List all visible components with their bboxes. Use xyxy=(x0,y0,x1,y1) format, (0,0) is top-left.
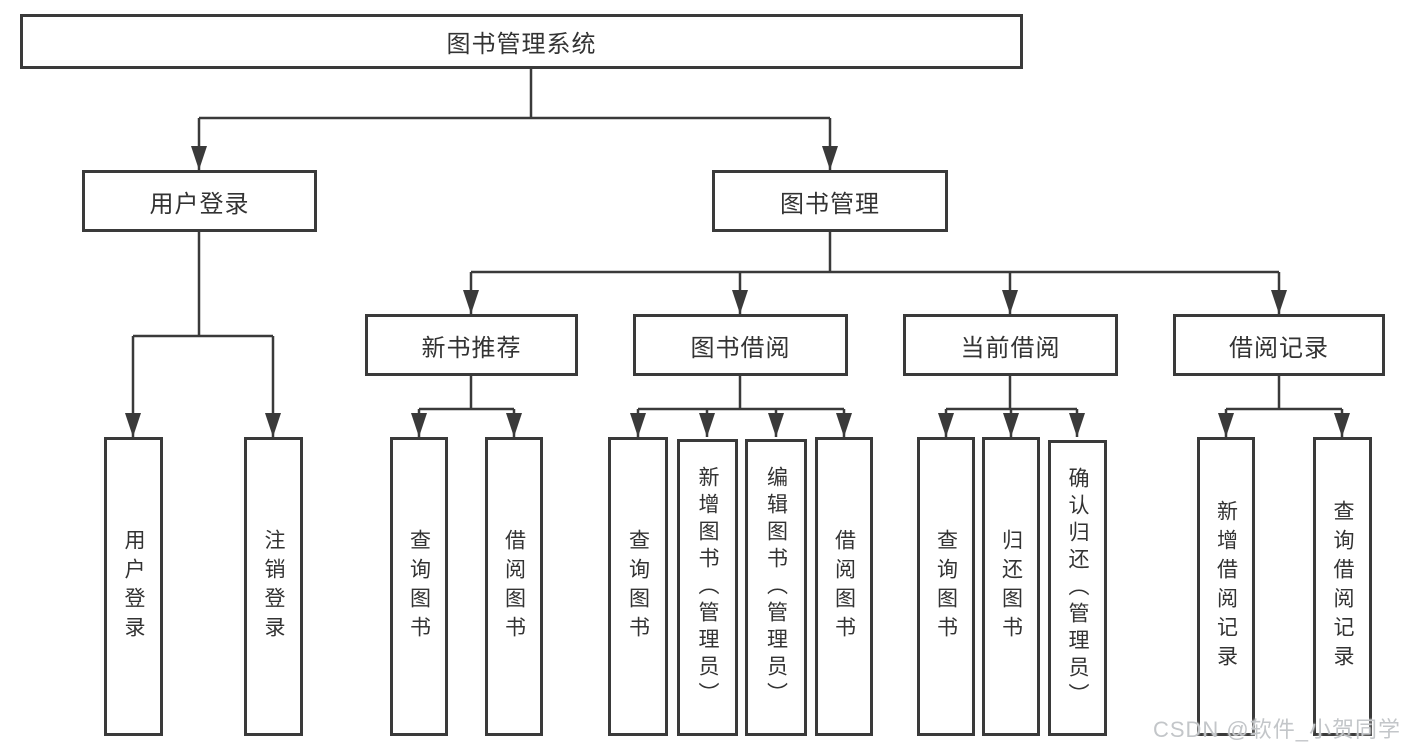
connector-book-borrow-children xyxy=(630,376,852,437)
node-leaf-nbr-borrow-books: 借阅图书 xyxy=(485,437,543,736)
node-leaf-bb-query-books: 查询图书 xyxy=(608,437,668,736)
node-book-mgmt-label: 图书管理 xyxy=(780,190,880,218)
node-leaf-nbr-query-books-label: 查询图书 xyxy=(407,528,431,645)
node-current-borrow: 当前借阅 xyxy=(903,314,1118,376)
node-leaf-br-query-record: 查询借阅记录 xyxy=(1313,437,1372,736)
connector-new-book-rec-children xyxy=(411,376,522,437)
node-leaf-bb-query-books-label: 查询图书 xyxy=(626,528,650,645)
node-leaf-logout-label: 注销登录 xyxy=(262,528,285,645)
node-leaf-cb-confirm-return-label: 确认归还（管理员） xyxy=(1066,466,1089,710)
node-borrow-records-label: 借阅记录 xyxy=(1229,334,1329,362)
watermark: CSDN @软件_小贺同学 xyxy=(1152,717,1401,742)
node-book-borrow-label: 图书借阅 xyxy=(690,334,791,362)
node-leaf-cb-query-books: 查询图书 xyxy=(917,437,975,736)
node-leaf-cb-query-books-label: 查询图书 xyxy=(934,528,958,645)
node-leaf-logout: 注销登录 xyxy=(244,437,303,736)
node-root-label: 图书管理系统 xyxy=(446,31,597,58)
connector-root-to-level2 xyxy=(191,69,838,170)
node-leaf-user-login-label: 用户登录 xyxy=(122,528,145,645)
node-leaf-bb-edit-books-label: 编辑图书（管理员） xyxy=(764,466,788,709)
node-leaf-br-query-record-label: 查询借阅记录 xyxy=(1331,499,1354,674)
node-leaf-bb-add-books: 新增图书（管理员） xyxy=(677,439,738,736)
connector-user-login-children xyxy=(125,232,281,437)
node-leaf-cb-return-books: 归还图书 xyxy=(982,437,1040,736)
node-leaf-br-add-record: 新增借阅记录 xyxy=(1197,437,1255,736)
node-leaf-cb-return-books-label: 归还图书 xyxy=(999,528,1023,645)
node-book-mgmt: 图书管理 xyxy=(712,170,948,232)
node-user-login-label: 用户登录 xyxy=(149,190,250,218)
node-leaf-user-login: 用户登录 xyxy=(104,437,163,736)
connector-borrow-records-children xyxy=(1218,376,1350,437)
node-leaf-bb-edit-books: 编辑图书（管理员） xyxy=(745,439,807,736)
node-leaf-nbr-borrow-books-label: 借阅图书 xyxy=(502,528,526,645)
node-leaf-bb-add-books-label: 新增图书（管理员） xyxy=(696,466,719,709)
connector-current-borrow-children xyxy=(938,376,1085,437)
connector-book-mgmt-children xyxy=(463,232,1287,314)
node-leaf-nbr-query-books: 查询图书 xyxy=(390,437,448,736)
node-leaf-cb-confirm-return: 确认归还（管理员） xyxy=(1048,440,1107,736)
node-new-book-rec: 新书推荐 xyxy=(365,314,578,376)
node-new-book-rec-label: 新书推荐 xyxy=(421,334,522,362)
node-root: 图书管理系统 xyxy=(20,14,1023,69)
node-leaf-bb-borrow-books: 借阅图书 xyxy=(815,437,873,736)
node-borrow-records: 借阅记录 xyxy=(1173,314,1385,376)
node-leaf-bb-borrow-books-label: 借阅图书 xyxy=(832,528,856,645)
node-book-borrow: 图书借阅 xyxy=(633,314,848,376)
node-user-login: 用户登录 xyxy=(82,170,317,232)
node-current-borrow-label: 当前借阅 xyxy=(960,334,1061,362)
node-leaf-br-add-record-label: 新增借阅记录 xyxy=(1214,499,1238,674)
